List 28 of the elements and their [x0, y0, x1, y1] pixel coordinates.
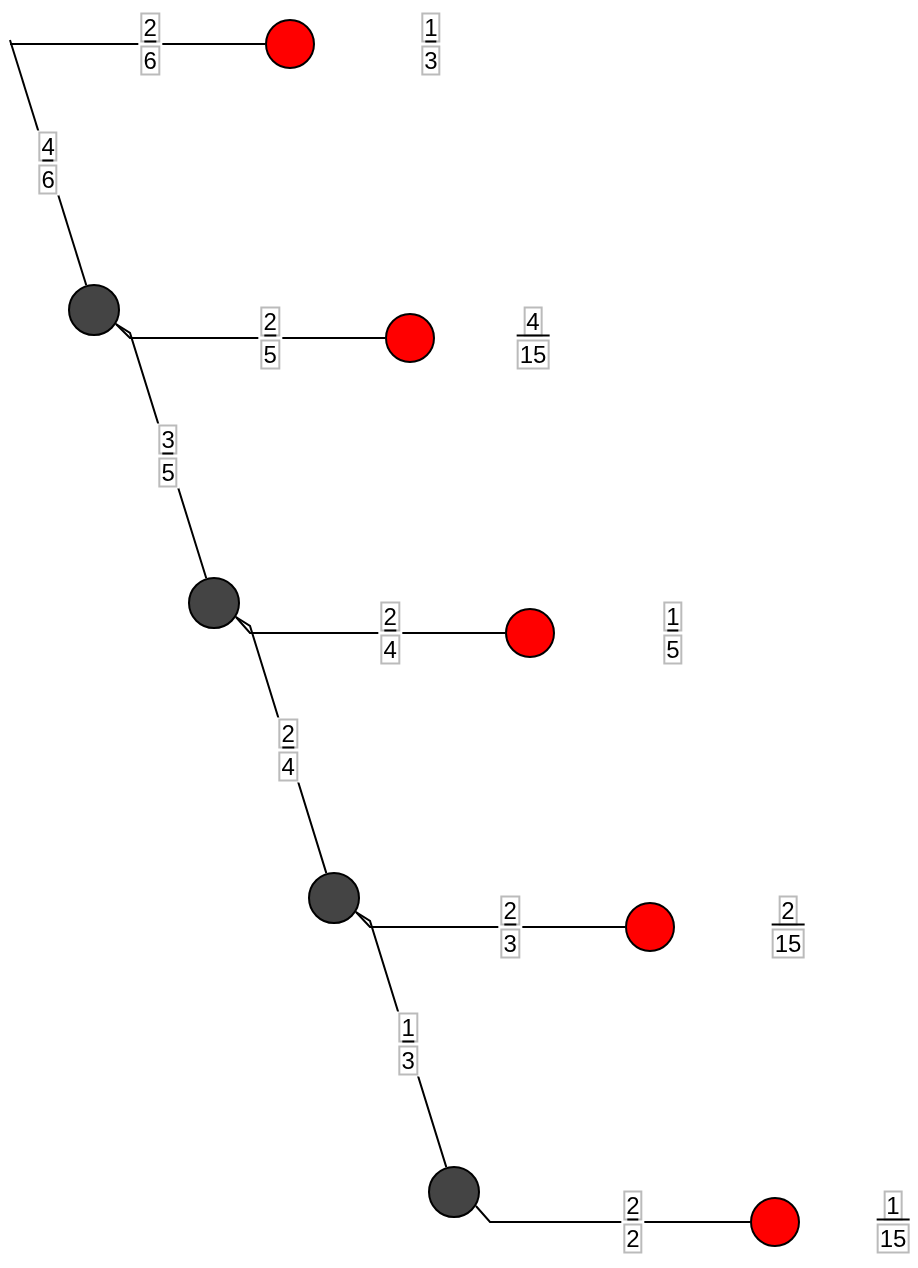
outcome-circle	[625, 902, 675, 952]
outcome-circle	[750, 1197, 800, 1247]
edge-label: 2 2	[621, 1189, 645, 1255]
outcome-circle	[385, 313, 435, 363]
outcome-circle	[308, 872, 360, 924]
probability-label: 1 15	[874, 1189, 912, 1255]
edge-label: 2 4	[276, 717, 300, 783]
edge-label: 2 5	[258, 305, 282, 371]
probability-label: 4 15	[514, 305, 552, 371]
edge-label: 4 6	[36, 130, 60, 196]
edge-label: 3 5	[156, 423, 180, 489]
probability-label: 1 3	[419, 11, 443, 77]
branch-line	[114, 323, 386, 339]
branch-line	[234, 616, 506, 634]
edge-label: 2 4	[378, 600, 402, 666]
outcome-circle	[428, 1166, 480, 1218]
probability-label: 2 15	[769, 894, 807, 960]
edge-label: 2 3	[498, 894, 522, 960]
outcome-circle	[265, 19, 315, 69]
outcome-circle	[188, 577, 240, 629]
outcome-circle	[505, 608, 555, 658]
outcome-circle	[68, 284, 120, 336]
probability-label: 1 5	[661, 600, 685, 666]
branch-line	[354, 911, 626, 928]
branch-line	[9, 43, 266, 45]
edge-label: 1 3	[396, 1011, 420, 1077]
branch-line	[474, 1205, 751, 1223]
edge-label: 2 6	[138, 11, 162, 77]
